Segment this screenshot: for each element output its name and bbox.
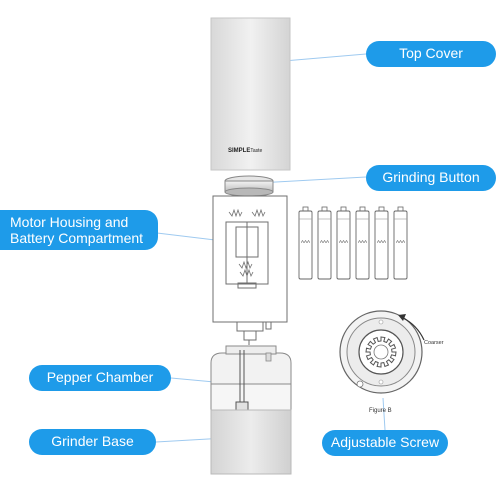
leader-grinding-button — [257, 176, 367, 184]
direction-label: Coarser — [424, 340, 444, 346]
battery-label: AAA — [358, 239, 367, 244]
battery-label: AAA — [339, 239, 348, 244]
battery-label: AAA — [377, 239, 386, 244]
battery-label: AAA — [320, 239, 329, 244]
label-top-cover: Top Cover — [366, 41, 496, 67]
label-adjustable-screw: Adjustable Screw — [322, 430, 448, 456]
top-cover: SIMPLETaste — [210, 17, 291, 171]
battery: AAA — [355, 206, 370, 280]
brand-logo: SIMPLETaste — [228, 148, 263, 154]
battery: AAA — [374, 206, 389, 280]
screw-hole — [378, 379, 384, 385]
screw-hole — [356, 380, 364, 388]
label-grinder-base: Grinder Base — [29, 429, 156, 455]
battery: AAA — [393, 206, 408, 280]
battery: AAA — [298, 206, 313, 280]
grinder-base — [210, 409, 292, 475]
batteries: AAA AAA AAA AAA AAA AAA — [298, 206, 408, 280]
figure-caption: Figure B — [369, 408, 392, 414]
rotation-arrow-icon — [402, 317, 425, 341]
leader-lines — [155, 53, 386, 443]
battery: AAA — [336, 206, 351, 280]
pepper-chamber — [210, 345, 292, 413]
label-pepper-chamber: Pepper Chamber — [29, 365, 171, 391]
adjustable-screw-figure: Coarser Figure B — [339, 310, 444, 414]
leader-adjustable-screw — [382, 397, 386, 431]
battery-label: AAA — [301, 239, 310, 244]
label-grinding-button: Grinding Button — [366, 165, 496, 191]
motor-housing — [212, 195, 288, 345]
screw-hole — [378, 319, 384, 325]
battery-label: AAA — [396, 239, 405, 244]
label-motor-housing: Motor Housing and Battery Compartment — [0, 210, 158, 250]
battery: AAA — [317, 206, 332, 280]
grinding-button — [224, 175, 274, 197]
